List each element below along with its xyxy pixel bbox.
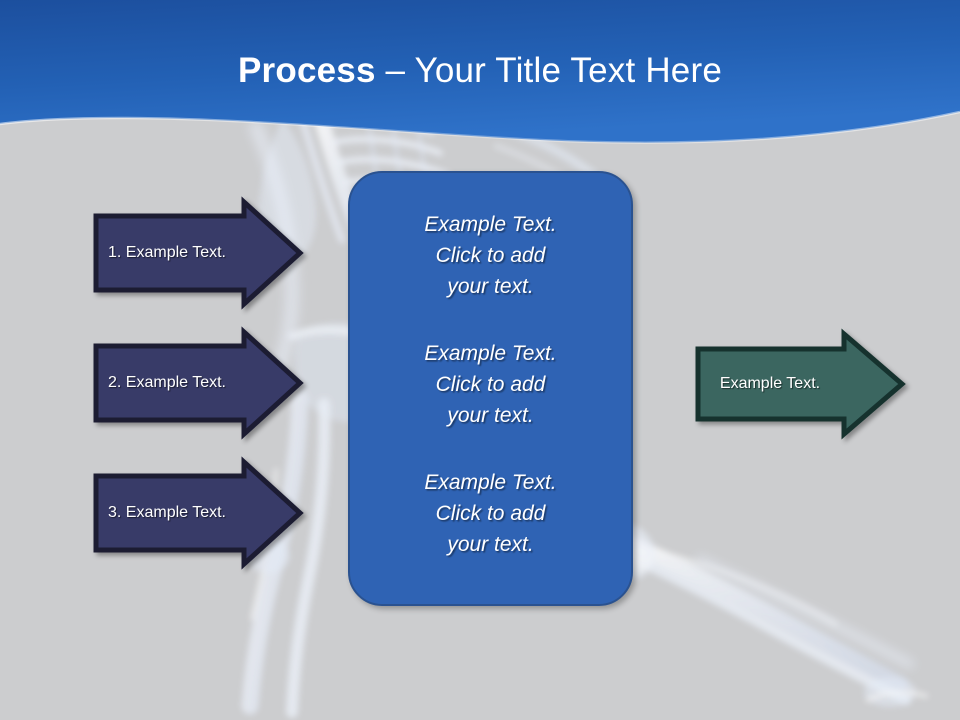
center-panel-block-1: Example Text. Click to add your text. <box>424 213 557 298</box>
process-step-arrow-2[interactable]: 2. Example Text. <box>92 326 304 440</box>
page-title-bold: Process <box>238 51 376 90</box>
center-panel-block-3: Example Text. Click to add your text. <box>424 471 557 556</box>
center-content-panel[interactable]: Example Text. Click to add your text. Ex… <box>348 171 633 606</box>
page-title: Process – Your Title Text Here <box>0 50 960 92</box>
center-panel-block-2: Example Text. Click to add your text. <box>424 342 557 427</box>
page-title-rest: – Your Title Text Here <box>375 51 722 90</box>
process-outcome-arrow[interactable]: Example Text. <box>694 328 908 440</box>
process-step-arrow-1[interactable]: 1. Example Text. <box>92 196 304 310</box>
process-step-arrow-3[interactable]: 3. Example Text. <box>92 456 304 570</box>
